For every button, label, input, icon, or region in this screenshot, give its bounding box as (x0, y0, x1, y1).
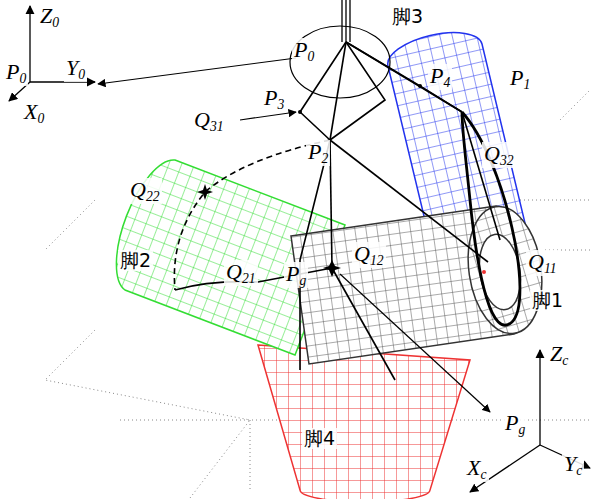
leg4-cylinder (258, 345, 470, 499)
point-label: Yc (562, 452, 584, 478)
point-label: Pg (284, 262, 308, 288)
point-label: X0 (22, 100, 46, 126)
leg-label: 脚4 (302, 428, 337, 449)
p0-circle (290, 26, 390, 98)
leader-lines (98, 58, 490, 412)
point-label: Z0 (38, 4, 61, 30)
point-label: P4 (428, 64, 452, 90)
leg1-center (482, 270, 486, 274)
wires (174, 42, 520, 380)
point-label: Q21 (224, 260, 258, 286)
point-label: Q11 (526, 250, 559, 276)
point-marks (197, 84, 422, 277)
leg1-hole (475, 232, 526, 313)
point-label: Y0 (64, 56, 87, 82)
grid-lines (45, 90, 590, 498)
point-label: P0 (292, 38, 316, 64)
point-label: P1 (508, 66, 532, 92)
leg-label: 脚3 (390, 6, 425, 27)
cable (342, 0, 350, 42)
leg-label: 脚2 (118, 250, 153, 271)
point-label: Q32 (482, 142, 516, 168)
point-label: Pg (503, 411, 527, 437)
point-label: P2 (306, 140, 330, 166)
point-label: Xc (465, 456, 489, 482)
point-label: Zc (548, 342, 570, 368)
leg-label: 脚1 (530, 290, 565, 311)
point-label: Q31 (192, 108, 226, 134)
point-label: P0 (4, 60, 28, 86)
point-label: P3 (262, 86, 286, 112)
point-label: Q12 (352, 242, 386, 268)
point-label: Q22 (128, 178, 162, 204)
